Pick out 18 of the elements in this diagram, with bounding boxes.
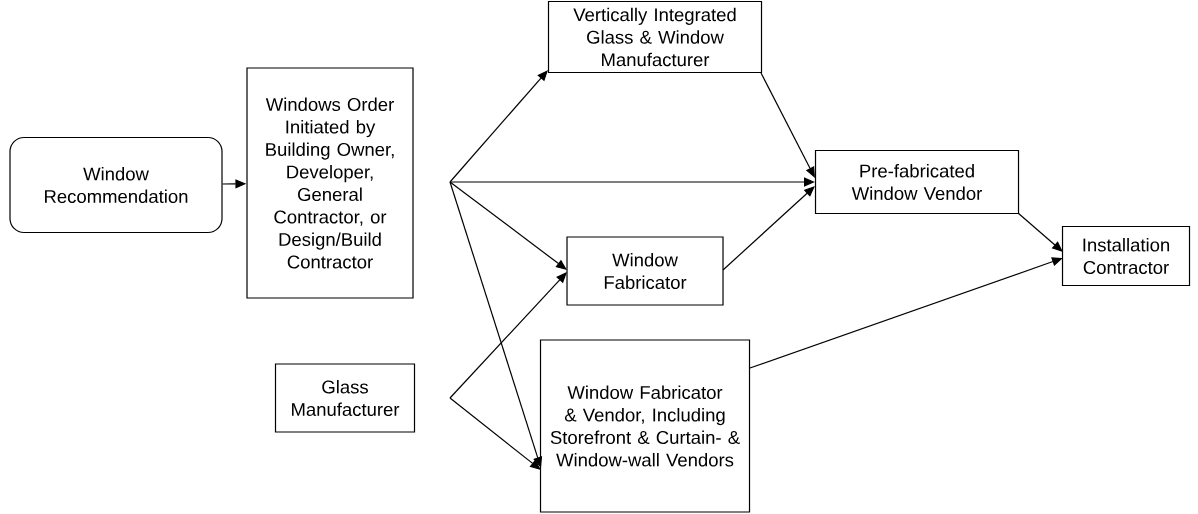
arrow: [449, 397, 541, 470]
arrow: [449, 70, 548, 183]
process-box: Windows Order Initiated by Building Owner, Developer, General Contractor, or Design/Build Contractor: [246, 67, 414, 299]
arrow: [760, 72, 815, 178]
process-box: Window Fabricator & Vendor, Including Storefront & Curtain- & Window-wall Vendors: [539, 339, 751, 513]
arrow: [449, 272, 567, 399]
process-box: Pre-fabricated Window Vendor: [814, 149, 1020, 215]
rounded-box: Window Recommendation: [9, 136, 223, 234]
arrow: [1017, 212, 1063, 252]
process-box: Installation Contractor: [1061, 225, 1191, 287]
process-box: Window Fabricator: [566, 236, 724, 306]
arrow: [449, 181, 567, 270]
process-box: Vertically Integrated Glass & Window Manufacturer: [547, 0, 763, 74]
arrow: [722, 186, 815, 271]
arrow: [449, 181, 543, 468]
process-box: Glass Manufacturer: [274, 363, 416, 433]
arrow: [749, 257, 1063, 369]
arrow: [449, 177, 815, 187]
